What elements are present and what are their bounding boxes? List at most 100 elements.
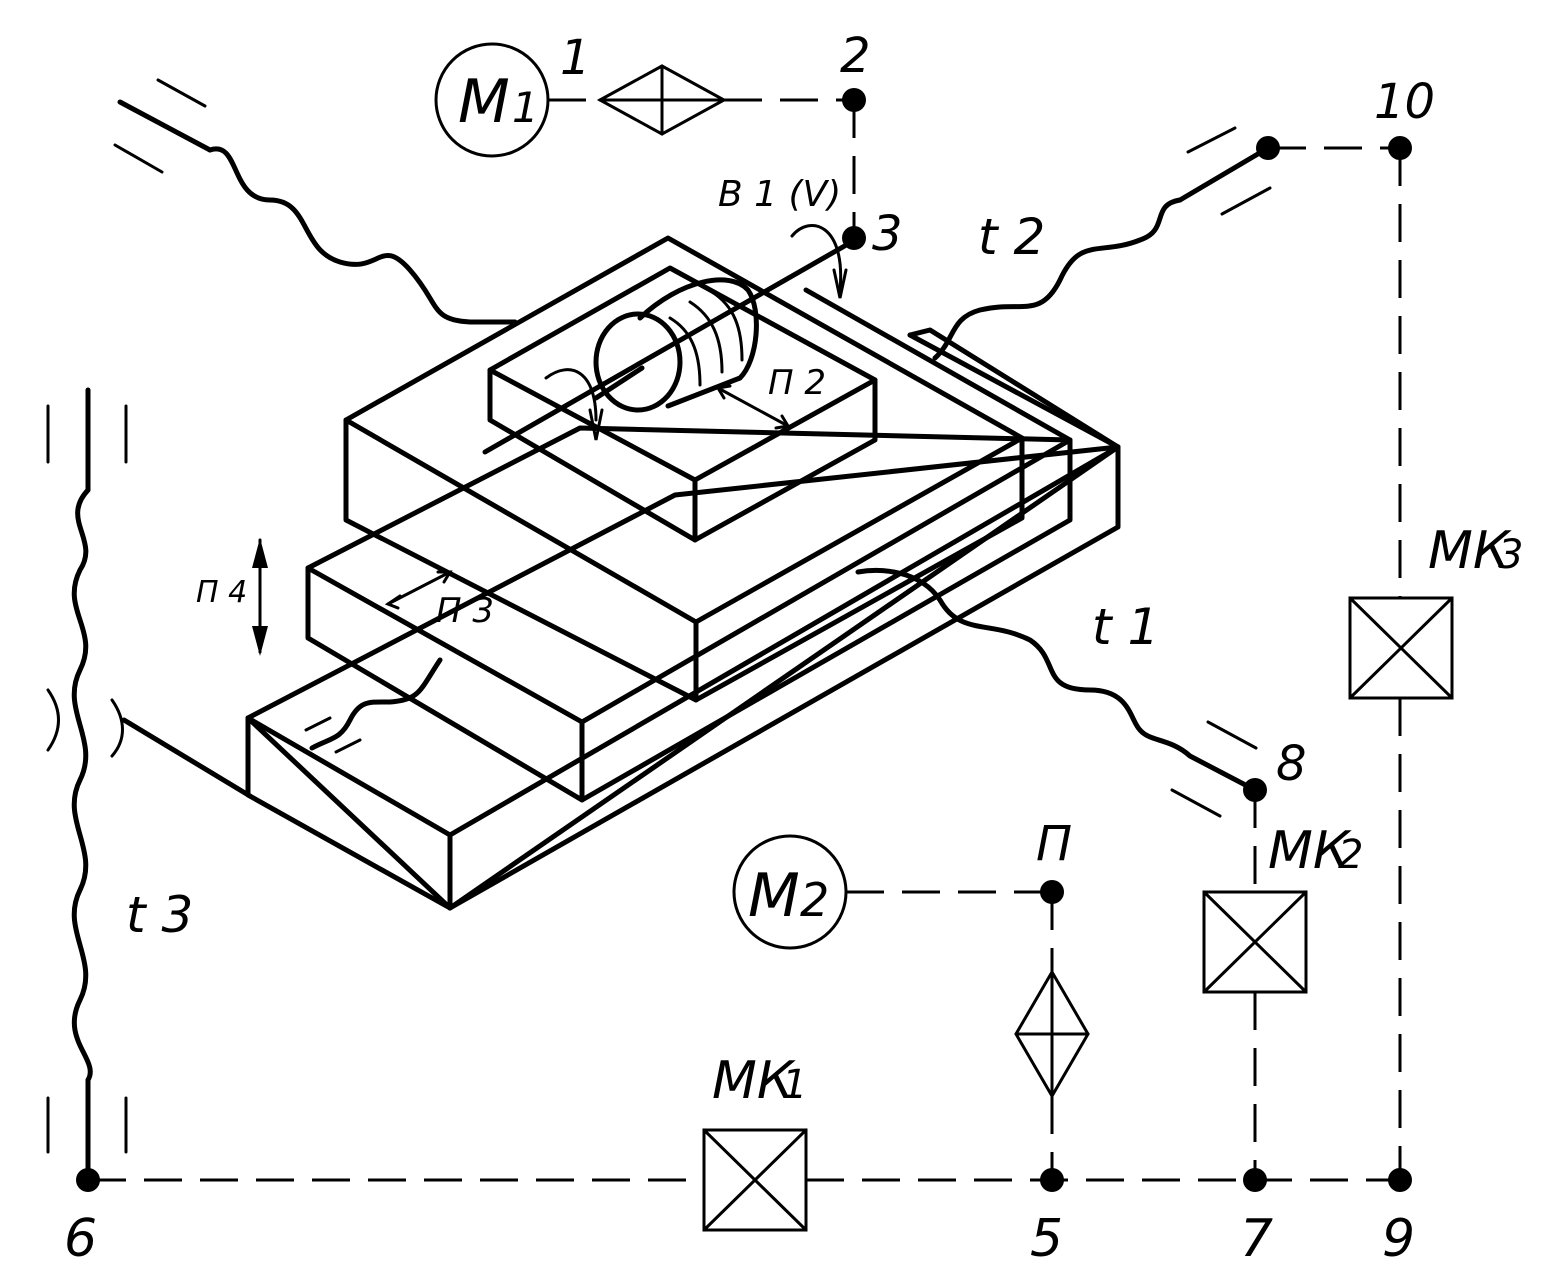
p2-arrowhead-a [715,384,732,400]
connector-to-bottom-block [121,717,253,799]
p3-motion-arrow [384,570,453,610]
motor-m1-sub: 1 [512,83,539,132]
hatch-t2-2 [1220,186,1272,216]
b1-rotation-arrow [790,224,848,299]
spindle-axis-front [593,365,645,401]
node-labels: 1 2 3 10 8 П 6 5 7 9 [64,28,1435,1269]
b1-arc [790,224,843,292]
cutter-tooth-1 [668,316,702,387]
mk1-sub: 1 [782,1062,807,1108]
p2-label: П 2 [768,363,826,403]
gear-symbol-bottom [1014,969,1090,1099]
cutter-tooth-2 [688,300,724,374]
motor-m2-sub: 2 [800,873,829,927]
node-5-label: 5 [1030,1209,1063,1269]
hatch-top-left-2 [113,143,164,174]
p2-motion-arrow [715,384,791,430]
motor-m1-circle [434,42,550,158]
p4-label: П 4 [196,575,247,610]
clutch-mk1 [702,1128,808,1232]
machine-blocks [245,235,1121,911]
t2-label: t 2 [978,208,1045,266]
wavy-t1 [855,567,1258,793]
mk3-cross-b [1348,596,1454,700]
wavy-top-left [207,146,518,325]
transmission-labels: t 1 t 2 t 3 [126,208,1159,944]
node-10-dot [1388,136,1412,160]
node-8-label: 8 [1276,736,1307,792]
p4-arrowhead-up [252,538,268,568]
wavy-top-left-start [117,99,213,153]
break-mark-1 [46,688,60,752]
node-7-label: 7 [1240,1209,1273,1269]
node-10-label: 10 [1374,74,1435,130]
motor-m1-label: M [458,67,510,137]
cutter-rotation-arrowhead [588,408,604,441]
wavy-t2 [932,197,1183,361]
motor-m2: M 2 [732,834,848,950]
hatch-top-left-1 [156,78,207,108]
mk3-label: МК [1428,521,1512,581]
b1-arrowhead [832,268,848,299]
p2-arrowhead-b [774,414,791,430]
node-8-dot [1243,778,1267,802]
middle-block-top [305,425,1073,725]
cutter-body [637,277,759,409]
node-6-label: 6 [64,1209,97,1269]
node-p-dot [1040,880,1064,904]
motion-labels: B 1 (V) П 2 П 3 П 4 [196,174,841,631]
layer-line-1 [803,287,1073,443]
break-mark-2 [110,698,124,758]
node-9-label: 9 [1382,1209,1415,1269]
wavy-t3 [71,487,93,1083]
hatch-lower-2 [334,738,362,754]
clutch-mk3 [1348,596,1454,700]
node-3-label: 3 [872,206,903,262]
node-2-dot [842,88,866,112]
hatch-t1-2 [1170,788,1222,818]
mk2-cross-b [1202,890,1308,994]
p3-label: П 3 [436,591,494,631]
layer-line-3 [907,327,1121,450]
node-7-dot [1243,1168,1267,1192]
mk2-label: МК [1268,821,1352,881]
node-dots [76,88,1412,1192]
node-t2-dot [1256,136,1280,160]
node-6-dot [76,1168,100,1192]
mk1-cross-b [702,1128,808,1232]
p4-motion-arrow [252,538,268,656]
node-2-label: 2 [840,28,871,84]
gear-symbol-top [596,64,728,136]
p3-arrowhead-a [384,594,402,610]
mk1-label: МК [712,1051,796,1111]
motor-m2-label: M [748,861,800,931]
node-9-dot [1388,1168,1412,1192]
node-1-label: 1 [560,30,591,86]
clutch-labels: МК 1 МК 2 МК 3 [712,521,1523,1111]
cutter-tooth-3 [710,290,744,362]
p3-arrowhead-b [436,570,453,584]
wavy-t2-start [1177,145,1271,203]
spindle-axis [482,237,858,455]
bottom-block-front-edge [245,715,453,838]
b1-label: B 1 (V) [718,174,841,215]
kinematic-chains [88,98,1402,1182]
mk2-box [1202,890,1308,994]
milling-cutter [482,237,858,455]
motor-m1: M 1 [434,42,550,158]
mk3-sub: 3 [1498,532,1523,578]
t3-label: t 3 [126,886,193,944]
cutter-rotation-arrow [544,368,598,422]
hatch-lower-1 [304,716,332,732]
mk3-box [1348,596,1454,700]
node-p-label: П [1036,816,1072,872]
mk1-box [702,1128,808,1232]
transmission-lines [46,78,1272,1183]
clutch-mk2 [1202,890,1308,994]
wavy-lower [309,657,443,751]
bottom-block-right-edge [447,444,1121,838]
motor-m2-circle [732,834,848,950]
p4-arrowhead-down [252,626,268,656]
p2-arrow-line [716,386,790,428]
